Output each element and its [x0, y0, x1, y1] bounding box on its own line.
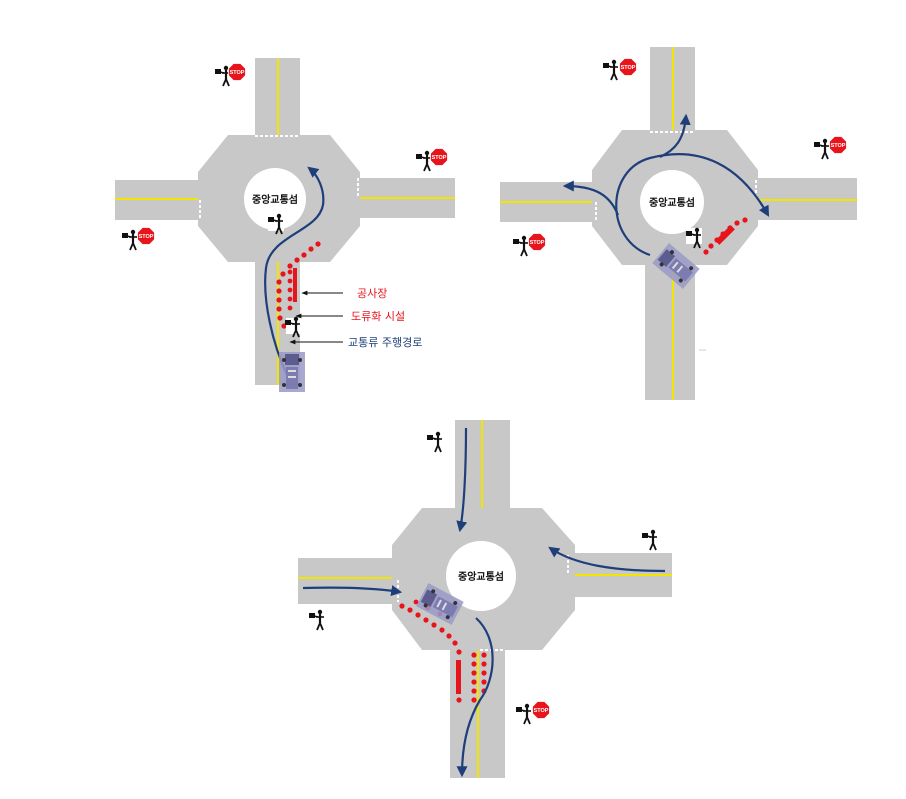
flagger-icon — [307, 608, 326, 632]
svg-text:STOP: STOP — [139, 234, 154, 240]
flagger-icon — [120, 228, 139, 252]
svg-text:STOP: STOP — [530, 240, 545, 246]
central-island — [640, 170, 704, 234]
legend: 공사장 도류화 시설 교통류 주행경로 — [289, 287, 422, 349]
stop-sign-icon: STOP — [619, 58, 637, 76]
flagger-icon — [514, 702, 533, 726]
stop-sign-icon: STOP — [532, 701, 550, 719]
work-zone — [456, 660, 461, 694]
stop-sign-icon: STOP — [228, 63, 246, 81]
svg-text:STOP: STOP — [432, 155, 447, 161]
cone-dots — [703, 217, 748, 255]
traffic-path — [456, 617, 494, 778]
island-label: 중앙교통섬 — [252, 193, 298, 206]
work-zone — [293, 268, 297, 302]
yield-lines — [199, 135, 359, 220]
island-label: 중앙교통섬 — [649, 196, 695, 209]
traffic-path — [264, 166, 325, 376]
traffic-path — [456, 427, 468, 533]
flagger-icon — [425, 430, 444, 454]
central-island — [244, 168, 306, 230]
traffic-path — [659, 113, 691, 158]
traffic-path — [615, 153, 770, 257]
diagram-1: 중앙교통섬 STO — [115, 58, 455, 392]
diagram-3: 중앙교통섬 — [298, 420, 672, 778]
flagger-icon — [640, 528, 659, 552]
svg-text:STOP: STOP — [621, 65, 636, 71]
svg-text:STOP: STOP — [230, 70, 245, 76]
center-lines — [500, 47, 857, 400]
truck-icon — [279, 352, 305, 392]
flagger-icon — [812, 137, 831, 161]
center-lines — [298, 420, 672, 778]
svg-text:STOP: STOP — [831, 143, 846, 149]
svg-text:STOP: STOP — [534, 708, 549, 714]
central-island — [446, 541, 516, 611]
legend-work-zone: 공사장 — [357, 287, 387, 300]
stop-sign-icon: STOP — [528, 233, 546, 251]
stop-sign-icon: STOP — [829, 136, 847, 154]
flagger-icon — [213, 64, 232, 88]
traffic-path — [562, 180, 620, 216]
diagram-2: 중앙교통섬 STOP STOP STOP — [500, 47, 857, 400]
flagger-icon — [601, 58, 620, 82]
flagger-icon — [511, 234, 530, 258]
legend-traffic-path: 교통류 주행경로 — [348, 336, 422, 349]
stop-sign-icon: STOP — [430, 148, 448, 166]
traffic-path — [302, 585, 403, 597]
flagger-icon — [414, 149, 433, 173]
legend-channelizing: 도류화 시설 — [351, 310, 405, 323]
stop-sign-icon: STOP — [137, 227, 155, 245]
island-label: 중앙교통섬 — [458, 570, 504, 583]
traffic-path — [548, 546, 666, 573]
